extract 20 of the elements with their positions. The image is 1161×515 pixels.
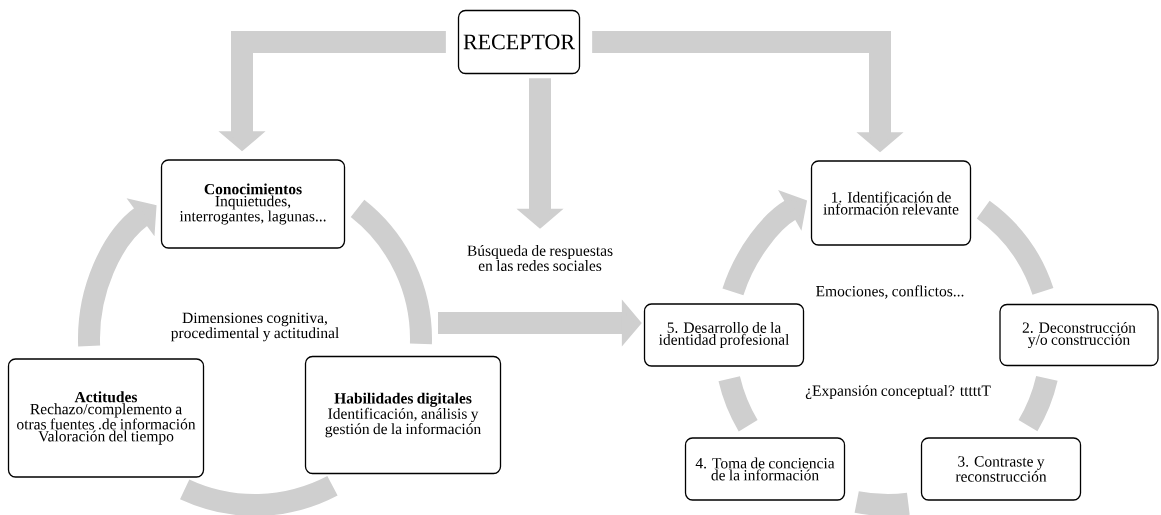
node-text: Búsqueda de respuestas en las redes sociales — [467, 245, 613, 271]
text-box: 1. Identificación de información relevante — [810, 160, 972, 246]
text-box: 5. Desarrollo de la identidad profesional — [643, 303, 805, 367]
curved-arrow — [78, 198, 157, 347]
center-label: Emociones, conflictos... — [816, 285, 964, 299]
text-box: 3. Contraste y reconstrucción — [920, 437, 1082, 501]
curved-band — [854, 491, 910, 515]
curved-band — [350, 200, 432, 344]
curved-band — [180, 475, 338, 515]
text-box: RECEPTOR — [457, 9, 581, 75]
text-box: 2. Deconstrucción y/o construcción — [999, 303, 1159, 367]
curved-band — [1018, 375, 1058, 432]
text-box: 4. Toma de conciencia de la información — [684, 437, 846, 501]
text-box: Conocimientos Inquietudes, interrogantes, lagunas... — [160, 159, 346, 249]
center-label: Dimensiones cognitiva, procedimental y actitudinal — [171, 312, 339, 342]
center-label: ¿Expansión conceptual? tttttT — [805, 384, 991, 400]
curved-band — [976, 200, 1054, 296]
text-box: Actitudes Rechazo/complemento a otras fuentes .de información Valoración del tiempo — [7, 358, 205, 478]
text-box: Habilidades digitales Identificación, análisis y gestión de la información — [304, 355, 502, 475]
curved-band — [718, 376, 758, 432]
